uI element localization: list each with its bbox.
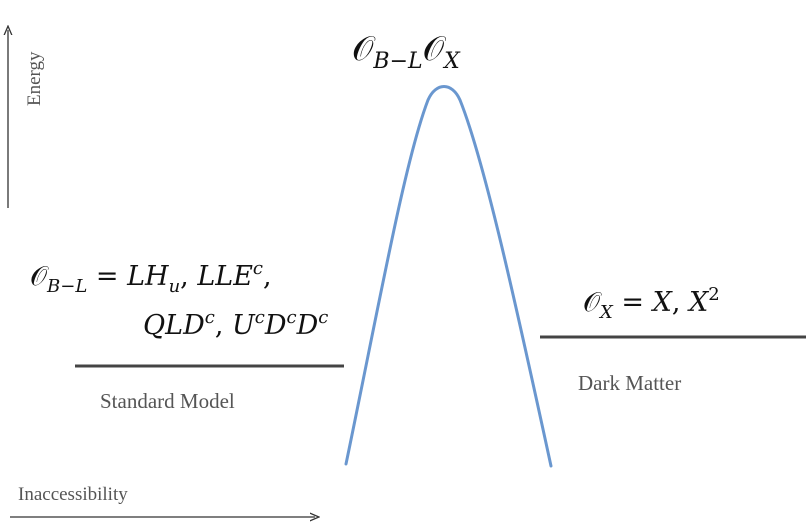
standard-model-label: Standard Model <box>100 389 235 413</box>
barrier-curve <box>344 85 553 468</box>
barrier-label: 𝒪B−L𝒪X <box>352 29 461 74</box>
inaccessibility-axis-label: Inaccessibility <box>18 484 128 505</box>
dm-operators: 𝒪X = X, X2 <box>583 284 720 323</box>
sm-operators-line-2: QLDc, UcDcDc <box>143 307 328 341</box>
dark-matter-label: Dark Matter <box>578 371 681 395</box>
energy-axis-label: Energy <box>24 51 45 106</box>
sm-operators-line-1: 𝒪B−L = LHu, LLEc, <box>30 258 272 297</box>
